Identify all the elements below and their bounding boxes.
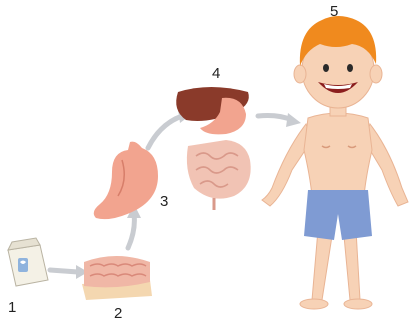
arrow-4-to-5	[258, 116, 292, 121]
digestive-organs-icon	[176, 87, 250, 210]
milk-carton-icon	[8, 238, 48, 286]
step-number-1: 1	[8, 299, 16, 316]
boy-icon	[262, 16, 408, 309]
stomach-icon	[94, 142, 158, 220]
step-number-2: 2	[114, 305, 122, 322]
step-number-5: 5	[330, 3, 338, 20]
arrow-2-to-3	[128, 214, 134, 248]
flow-arrows	[50, 109, 301, 279]
arrow-1-to-2	[50, 270, 78, 272]
arrow-3-to-4	[148, 116, 182, 148]
step-number-3: 3	[160, 193, 168, 210]
step-number-4: 4	[212, 65, 220, 82]
arrow-head-4-to-5	[286, 113, 301, 127]
cake-slice-icon	[82, 256, 152, 300]
